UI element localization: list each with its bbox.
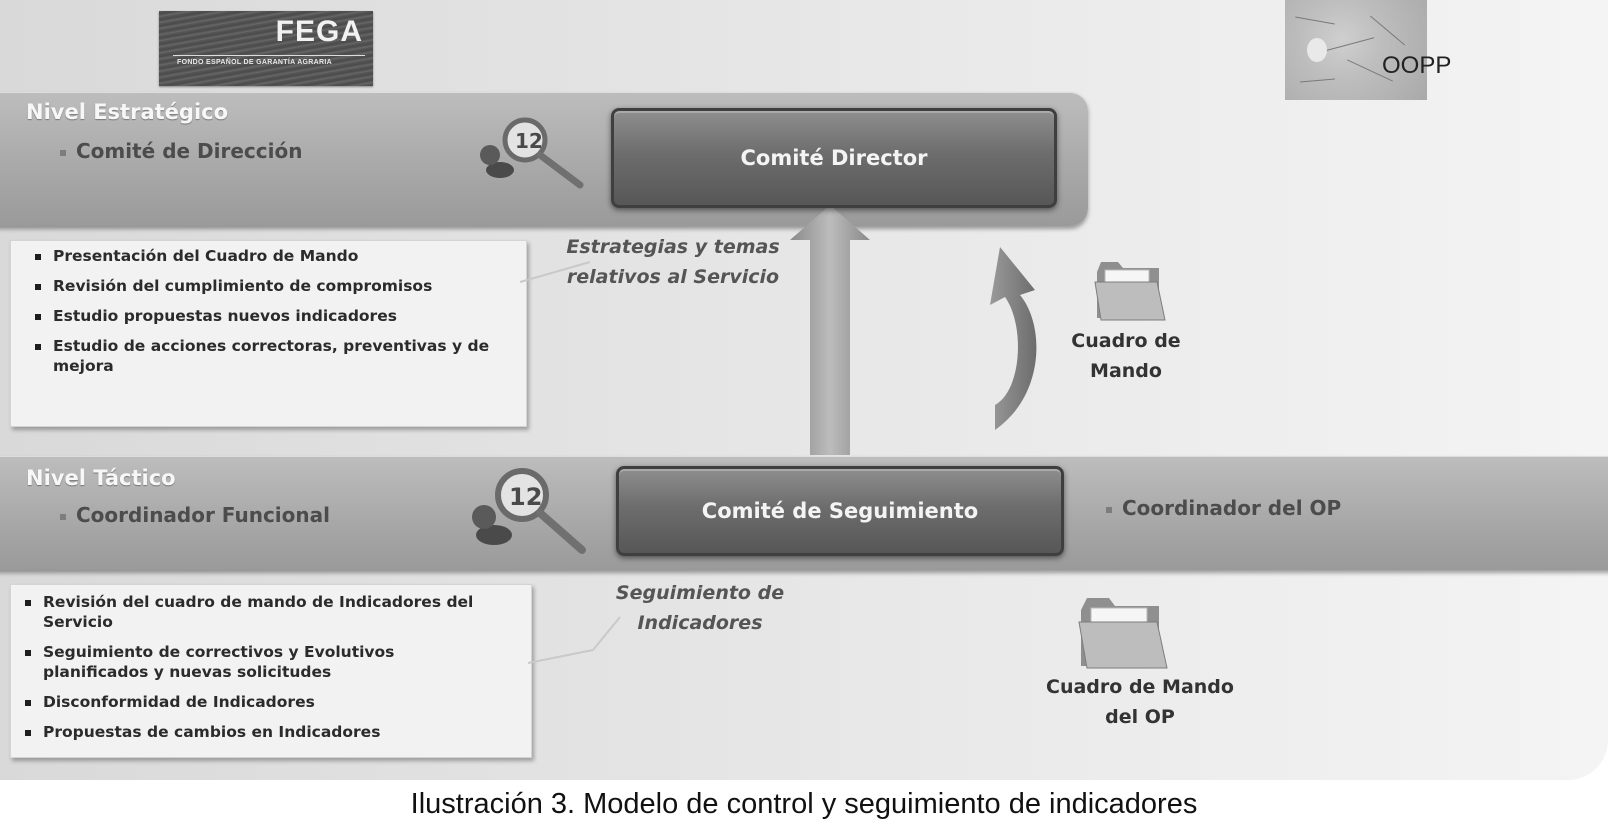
upward-arrow — [790, 205, 870, 455]
logo-divider — [173, 55, 365, 56]
strategic-level-title: Nivel Estratégico — [26, 100, 229, 124]
list-item: Seguimiento de correctivos y Evolutivos … — [25, 642, 501, 682]
list-item: Revisión del cumplimiento de compromisos — [35, 276, 518, 296]
folder-icon — [1094, 262, 1166, 321]
magnifier-chart-icon: 12 — [472, 468, 586, 554]
comite-seguimiento-box: Comité de Seguimiento — [616, 466, 1064, 556]
tactical-level-title: Nivel Táctico — [26, 466, 176, 490]
tactical-tasks-card: Revisión del cuadro de mando de Indicado… — [10, 584, 532, 758]
comite-director-label: Comité Director — [740, 146, 928, 170]
strategies-label: Estrategias y temas relativos al Servici… — [566, 236, 780, 288]
cuadro-mando-label: Cuadro de Mando — [1071, 330, 1181, 382]
list-item: Disconformidad de Indicadores — [25, 692, 501, 712]
folder-icon — [1078, 598, 1168, 669]
list-item: Presentación del Cuadro de Mando — [35, 246, 518, 266]
list-item: Estudio de acciones correctoras, prevent… — [35, 336, 518, 376]
map-thumbnail — [1285, 0, 1427, 100]
magnifier-chart-icon: 12 — [480, 117, 584, 189]
oopp-label: OOPP — [1382, 52, 1452, 79]
seguimiento-label: Seguimiento de Indicadores — [615, 582, 785, 634]
strategic-tasks-card: Presentación del Cuadro de Mando Revisió… — [10, 240, 527, 427]
list-item: Revisión del cuadro de mando de Indicado… — [25, 592, 501, 632]
strategic-level-subtitle: Comité de Dirección — [60, 139, 302, 163]
comite-seguimiento-label: Comité de Seguimiento — [701, 499, 979, 523]
figure-caption: Ilustración 3. Modelo de control y segui… — [410, 788, 1198, 820]
fega-logo: FEGA FONDO ESPAÑOL DE GARANTÍA AGRARIA — [159, 11, 373, 86]
diagram-canvas: FEGA FONDO ESPAÑOL DE GARANTÍA AGRARIA O… — [0, 0, 1608, 780]
logo-title: FEGA — [275, 15, 363, 48]
connector-line — [528, 616, 621, 664]
comite-director-box: Comité Director — [611, 108, 1057, 208]
svg-text:12: 12 — [509, 483, 542, 511]
svg-text:12: 12 — [515, 129, 543, 153]
connector-line — [520, 261, 591, 283]
tactical-level-subtitle: Coordinador Funcional — [60, 503, 330, 527]
cuadro-mando-op-label: Cuadro de Mando del OP — [1046, 676, 1234, 728]
coordinador-op-item: Coordinador del OP — [1106, 496, 1341, 520]
list-item: Estudio propuestas nuevos indicadores — [35, 306, 518, 326]
logo-subtitle: FONDO ESPAÑOL DE GARANTÍA AGRARIA — [177, 59, 332, 66]
list-item: Propuestas de cambios en Indicadores — [25, 722, 501, 742]
curved-arrow — [990, 247, 1037, 430]
